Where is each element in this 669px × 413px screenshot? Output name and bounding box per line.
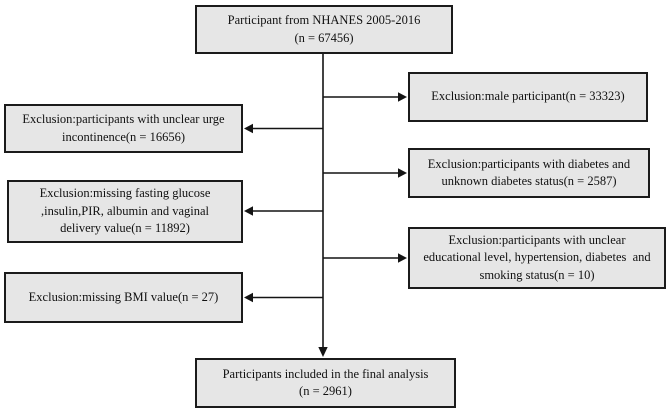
arrow-to-excl-edu	[323, 253, 407, 263]
node-exclusion-missing-labs: Exclusion:missing fasting glucose ,insul…	[7, 180, 243, 243]
node-exclusion-male: Exclusion:male participant(n = 33323)	[408, 72, 648, 122]
node-exclusion-urge-incontinence: Exclusion:participants with unclear urge…	[4, 104, 243, 153]
node-exclusion-diabetes-status-text: Exclusion:participants with diabetes and…	[427, 156, 631, 189]
node-exclusion-unclear-education: Exclusion:participants with unclear educ…	[408, 227, 666, 289]
node-start-text: Participant from NHANES 2005-2016 (n = 6…	[227, 13, 421, 45]
node-final-analysis: Participants included in the final analy…	[195, 358, 456, 408]
node-exclusion-urge-incontinence-text: Exclusion:participants with unclear urge…	[22, 112, 225, 144]
arrow-to-excl-diabetes	[323, 168, 407, 178]
node-exclusion-diabetes-status: Exclusion:participants with diabetes and…	[408, 148, 650, 198]
arrow-trunk-down	[318, 53, 328, 357]
node-exclusion-missing-labs-text: Exclusion:missing fasting glucose ,insul…	[39, 186, 211, 236]
node-final-analysis-text: Participants included in the final analy…	[222, 366, 429, 399]
arrow-to-excl-bmi	[244, 292, 323, 303]
arrow-to-excl-labs	[244, 206, 323, 216]
node-exclusion-unclear-education-text: Exclusion:participants with unclear educ…	[423, 232, 651, 282]
node-start: Participant from NHANES 2005-2016 (n = 6…	[195, 5, 453, 54]
arrow-to-excl-male	[323, 92, 407, 102]
node-exclusion-male-text: Exclusion:male participant(n = 33323)	[431, 89, 625, 104]
arrow-to-excl-urge	[244, 123, 323, 134]
node-exclusion-missing-bmi: Exclusion:missing BMI value(n = 27)	[4, 272, 243, 323]
node-exclusion-missing-bmi-text: Exclusion:missing BMI value(n = 27)	[28, 289, 219, 304]
